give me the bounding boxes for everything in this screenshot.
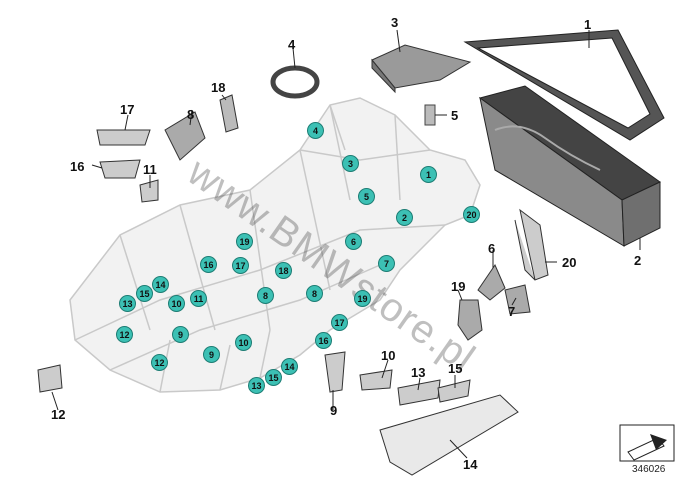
part-13-bracket: [397, 379, 441, 406]
badge: 17: [232, 257, 249, 274]
callout-3: 3: [391, 15, 399, 30]
badge: 13: [119, 295, 136, 312]
part-5-clip: [424, 104, 436, 126]
callout-2: 2: [634, 253, 642, 268]
badge: 17: [331, 314, 348, 331]
badge: 13: [248, 377, 265, 394]
badge: 12: [151, 354, 168, 371]
part-11-bracket: [139, 179, 159, 203]
badge: 15: [265, 369, 282, 386]
callout-4: 4: [288, 37, 296, 52]
leader-lines: [51, 29, 641, 459]
badge: 7: [378, 255, 395, 272]
callout-18: 18: [211, 80, 226, 95]
callout-16: 16: [70, 159, 85, 174]
callout-9: 9: [330, 403, 338, 418]
callout-20: 20: [562, 255, 577, 270]
badge: 10: [168, 295, 185, 312]
badge: 14: [152, 276, 169, 293]
part-20-bracket: [514, 208, 549, 281]
badge: 5: [358, 188, 375, 205]
callout-5: 5: [451, 108, 459, 123]
badge: 9: [172, 326, 189, 343]
part-3-bracket: [371, 44, 472, 94]
badge: 20: [463, 206, 480, 223]
callout-1: 1: [584, 17, 592, 32]
part-1-frame: [463, 29, 665, 141]
callout-10: 10: [381, 348, 396, 363]
car-body-shell: [69, 97, 481, 393]
part-16-bracket: [99, 159, 141, 179]
callout-19: 19: [451, 279, 466, 294]
part-12-bracket: [37, 364, 63, 393]
callout-11: 11: [143, 162, 157, 177]
badge: 8: [257, 287, 274, 304]
badge: 1: [420, 166, 437, 183]
badge: 11: [190, 290, 207, 307]
callout-6: 6: [488, 241, 496, 256]
part-2-storage-box: [478, 85, 661, 247]
callout-17: 17: [120, 102, 135, 117]
badge: 15: [136, 285, 153, 302]
part-14-sill: [379, 394, 519, 476]
part-10-bracket: [359, 369, 393, 391]
badge: 10: [235, 334, 252, 351]
badge: 14: [281, 358, 298, 375]
diagram-number: 346026: [632, 464, 666, 475]
callout-12: 12: [51, 407, 66, 422]
badge: 3: [342, 155, 359, 172]
part-6-bracket: [477, 263, 506, 301]
badge: 19: [354, 290, 371, 307]
callout-7: 7: [508, 304, 516, 319]
badge: 6: [345, 233, 362, 250]
badge: 8: [306, 285, 323, 302]
badge: 18: [275, 262, 292, 279]
badge: 12: [116, 326, 133, 343]
callout-14: 14: [463, 457, 478, 472]
badge: 16: [315, 332, 332, 349]
part-4-ring-seal: [270, 65, 320, 99]
part-7-bracket: [504, 284, 531, 315]
part-8-bracket: [164, 111, 206, 161]
badge: 19: [236, 233, 253, 250]
badge: 2: [396, 209, 413, 226]
badge: 4: [307, 122, 324, 139]
badge: 16: [200, 256, 217, 273]
part-18-bracket: [219, 94, 239, 133]
part-17-bracket: [96, 129, 151, 146]
part-9-bracket: [324, 351, 346, 393]
callout-15: 15: [448, 361, 463, 376]
orientation-arrow-icon: [619, 424, 675, 462]
callout-13: 13: [411, 365, 426, 380]
callout-8: 8: [187, 107, 195, 122]
badge: 9: [203, 346, 220, 363]
part-19-bracket: [457, 299, 483, 341]
part-15-bracket: [437, 379, 471, 403]
